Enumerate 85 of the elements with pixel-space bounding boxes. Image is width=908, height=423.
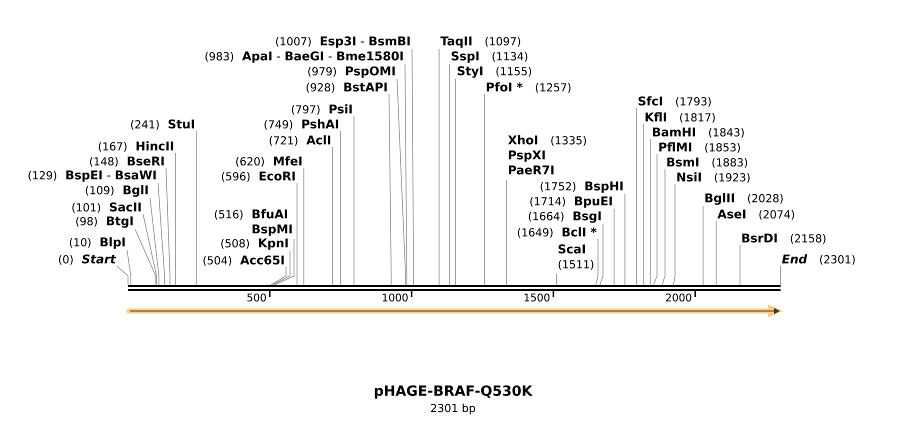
sequence-length: 2301 bp [431, 404, 476, 414]
leader-line [662, 168, 666, 286]
leader-line [134, 228, 156, 286]
leader-line [642, 124, 644, 286]
leader-line [506, 180, 507, 286]
site-label: (928) BstAPI [306, 82, 387, 93]
leader-line [272, 250, 290, 286]
leader-line [650, 138, 652, 286]
site-label: XhoI (1335) PspXI PaeR7I [508, 135, 586, 174]
site-label: (1752) BspHI [540, 182, 623, 193]
site-label: (979) PspOMI [308, 66, 395, 78]
leader-line [196, 130, 197, 286]
leader-line [404, 64, 408, 286]
leader-line [270, 266, 286, 286]
site-label: (1714) BpuEI [530, 196, 612, 208]
site-label: (797) PsiI [292, 104, 352, 115]
leader-line [274, 238, 294, 286]
leader-line [702, 206, 704, 286]
dna-backbone [128, 285, 781, 291]
site-label: (620) MfeI [236, 156, 302, 167]
leader-line [388, 94, 392, 286]
site-label: ScaI (1511) [558, 244, 594, 270]
leader-line [412, 48, 414, 286]
leader-line [438, 48, 440, 286]
leader-line [624, 194, 626, 286]
site-label: (0) Start [59, 254, 116, 265]
site-label: (1007) Esp3I - BsmBI [276, 36, 410, 48]
site-label: (101) SacII [72, 202, 141, 213]
leader-line [673, 184, 676, 286]
site-label: End (2301) [782, 254, 855, 265]
site-label: (504) Acc65I [204, 255, 284, 266]
site-label: AseI (2074) [717, 210, 794, 220]
leader-line [126, 250, 132, 286]
leader-line [600, 224, 604, 286]
site-label: (167) HincII [98, 141, 174, 152]
site-label: NsiI (1923) [677, 172, 750, 183]
tick-label: 500 [247, 294, 266, 302]
tick-label: 2000 [666, 294, 692, 302]
leader-line [396, 78, 406, 286]
site-label: BglII (2028) [705, 193, 783, 205]
leader-line [116, 266, 128, 286]
site-label: BamHI (1843) [653, 128, 744, 138]
site-label: BsrDI (2158) [742, 234, 826, 244]
leader-line [556, 274, 557, 286]
leader-line [150, 198, 160, 286]
leader-line [455, 78, 456, 286]
leader-line [780, 266, 781, 286]
site-label: (129) BspEI - BsaWI [28, 170, 156, 182]
leader-line [303, 168, 304, 286]
leader-line [166, 168, 170, 286]
leader-line [484, 94, 485, 286]
site-label: SfcI (1793) [638, 96, 711, 107]
leader-line [340, 130, 341, 286]
leader-line [332, 146, 333, 286]
site-label: (148) BseRI [90, 156, 164, 167]
site-label: (721) AclI [270, 135, 330, 146]
site-label: PfoI * (1257) [486, 82, 570, 93]
leader-line [595, 238, 598, 286]
site-label: (109) BglI [86, 185, 148, 197]
site-label: (516) BfuAI BspMI [214, 209, 292, 236]
leader-line [296, 182, 298, 286]
site-label: (1649) BclI * [518, 227, 597, 238]
site-label: (596) EcoRI [222, 172, 295, 182]
site-label: (10) BlpI [70, 237, 125, 249]
site-label: PflMI (1853) [659, 142, 740, 153]
leader-line [716, 220, 717, 286]
site-label: TaqII (1097) [440, 36, 520, 48]
site-label: StyI (1155) [458, 66, 532, 78]
leader-line [158, 182, 165, 286]
tick-label: 1000 [382, 294, 408, 302]
site-label: (98) BtgI [76, 216, 133, 228]
site-label: BsmI (1883) [667, 158, 748, 168]
site-label: (508) KpnI [221, 238, 288, 250]
plasmid-name: pHAGE-BRAF-Q530K [374, 385, 533, 399]
site-label: (749) PshAI [264, 119, 338, 130]
leader-line [636, 108, 637, 286]
site-label: KflI (1817) [646, 112, 715, 123]
site-label: (1664) BsgI [528, 211, 601, 223]
leader-line [653, 154, 658, 286]
site-label: SspI (1134) [452, 51, 528, 63]
leader-line [175, 152, 176, 286]
site-label: (983) ApaI - BaeGI - Bme1580I [205, 51, 403, 63]
leader-line [142, 214, 157, 286]
site-label: (241) StuI [131, 119, 194, 130]
leader-line [449, 64, 450, 286]
